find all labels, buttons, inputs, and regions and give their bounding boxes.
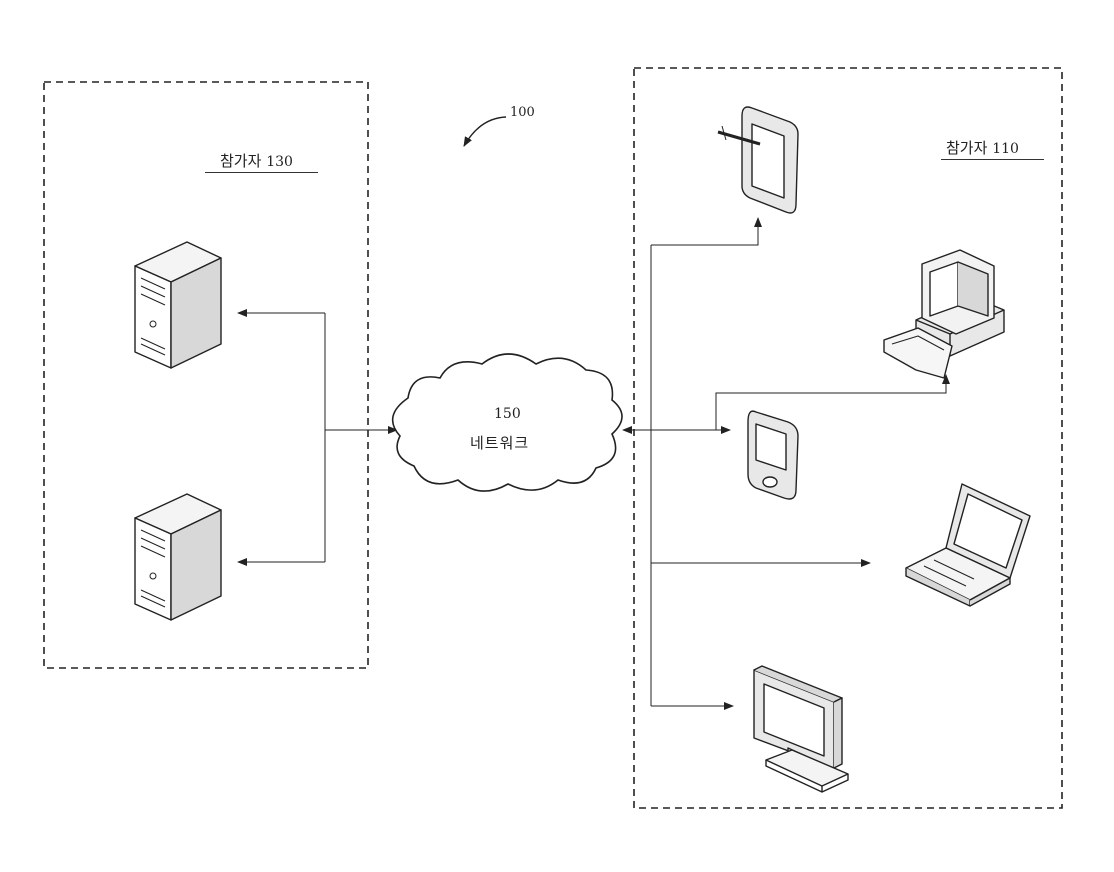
network-name-label: 네트워크 bbox=[470, 432, 529, 453]
participant-110-label: 참가자 110 bbox=[946, 137, 1019, 158]
monitor-icon bbox=[754, 666, 848, 792]
participant-110-name: 참가자 bbox=[946, 139, 987, 157]
system-ref-arrow bbox=[464, 117, 506, 146]
left-connectors bbox=[238, 313, 397, 562]
participant-130-label: 참가자 130 bbox=[220, 150, 293, 171]
tablet-stylus-icon bbox=[718, 107, 798, 213]
participant-110-box bbox=[634, 68, 1062, 808]
pda-icon bbox=[748, 411, 798, 499]
participant-130-name: 참가자 bbox=[220, 152, 261, 170]
network-ref-label: 150 bbox=[494, 406, 521, 422]
participant-110-ref: 110 bbox=[992, 141, 1019, 157]
network-cloud bbox=[393, 354, 622, 491]
server-icon bbox=[135, 494, 221, 620]
participant-130-ref: 130 bbox=[266, 154, 293, 170]
participant-110-underline bbox=[941, 159, 1044, 160]
server-icon bbox=[135, 242, 221, 368]
participant-130-underline bbox=[205, 172, 318, 173]
laptop-icon bbox=[906, 484, 1030, 606]
system-ref-label: 100 bbox=[510, 105, 535, 120]
desktop-computer-icon bbox=[884, 250, 1004, 378]
